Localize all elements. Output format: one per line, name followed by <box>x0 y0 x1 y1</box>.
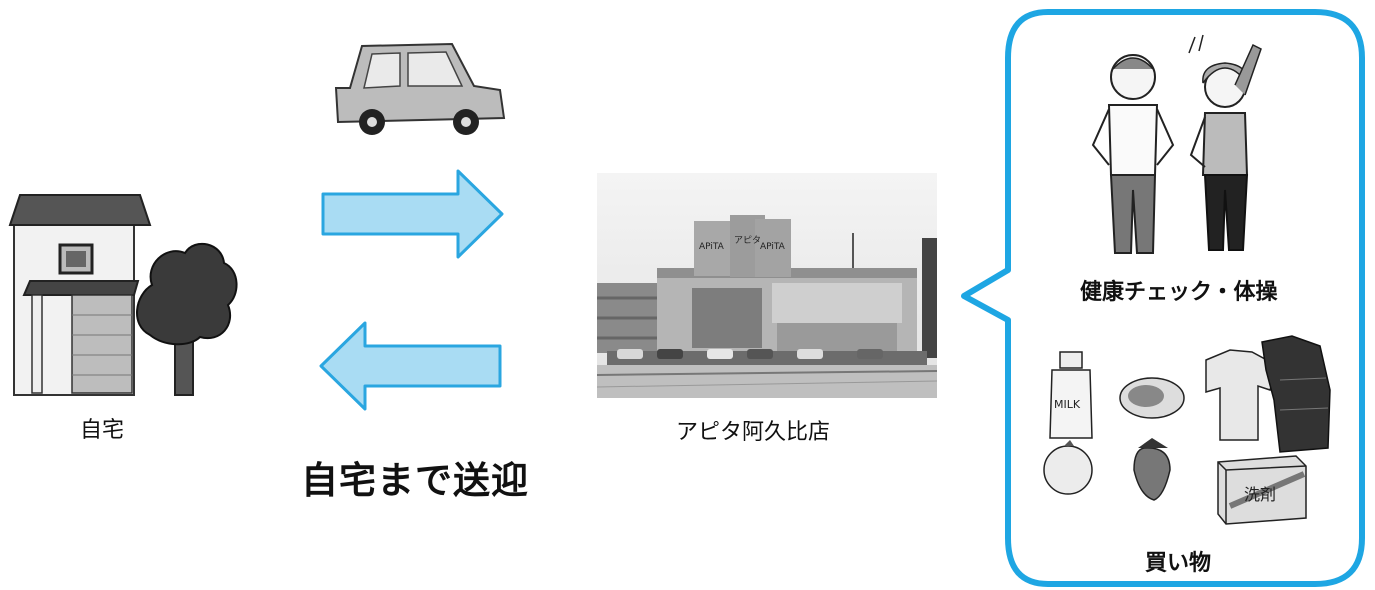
store-label: アピタ阿久比店 <box>676 420 831 445</box>
home-label: 自宅 <box>80 418 125 443</box>
tree-icon <box>136 243 238 396</box>
milk-text: MILK <box>1054 398 1081 411</box>
arrow-right-icon <box>320 168 505 260</box>
orange-icon <box>1043 440 1093 495</box>
store-sign-2: アピタ <box>734 235 761 246</box>
detergent-box-icon: 洗剤 <box>1217 455 1307 525</box>
shopping-label: 買い物 <box>1145 551 1212 576</box>
house-illustration <box>0 185 240 400</box>
store-sign-1: APiTA <box>699 242 725 252</box>
store-sign-3: APiTA <box>760 242 786 252</box>
transport-label: 自宅まで送迎 <box>301 459 529 502</box>
arrow-left-icon <box>318 320 503 412</box>
speech-bubble <box>960 8 1370 588</box>
store-photo: APiTA アピタ APiTA <box>597 173 937 398</box>
detergent-text: 洗剤 <box>1244 485 1276 504</box>
milk-bottle-icon: MILK <box>1049 351 1093 439</box>
exercise-people-icon <box>1085 25 1275 275</box>
strawberry-icon <box>1133 438 1171 501</box>
jacket-icon <box>1261 335 1331 453</box>
house-icon <box>8 194 152 396</box>
health-label: 健康チェック・体操 <box>1080 280 1278 305</box>
shopping-items: MILK 洗 <box>1030 330 1340 530</box>
tshirt-icon <box>1205 349 1279 441</box>
car-icon <box>328 38 508 138</box>
meat-icon <box>1119 377 1185 419</box>
